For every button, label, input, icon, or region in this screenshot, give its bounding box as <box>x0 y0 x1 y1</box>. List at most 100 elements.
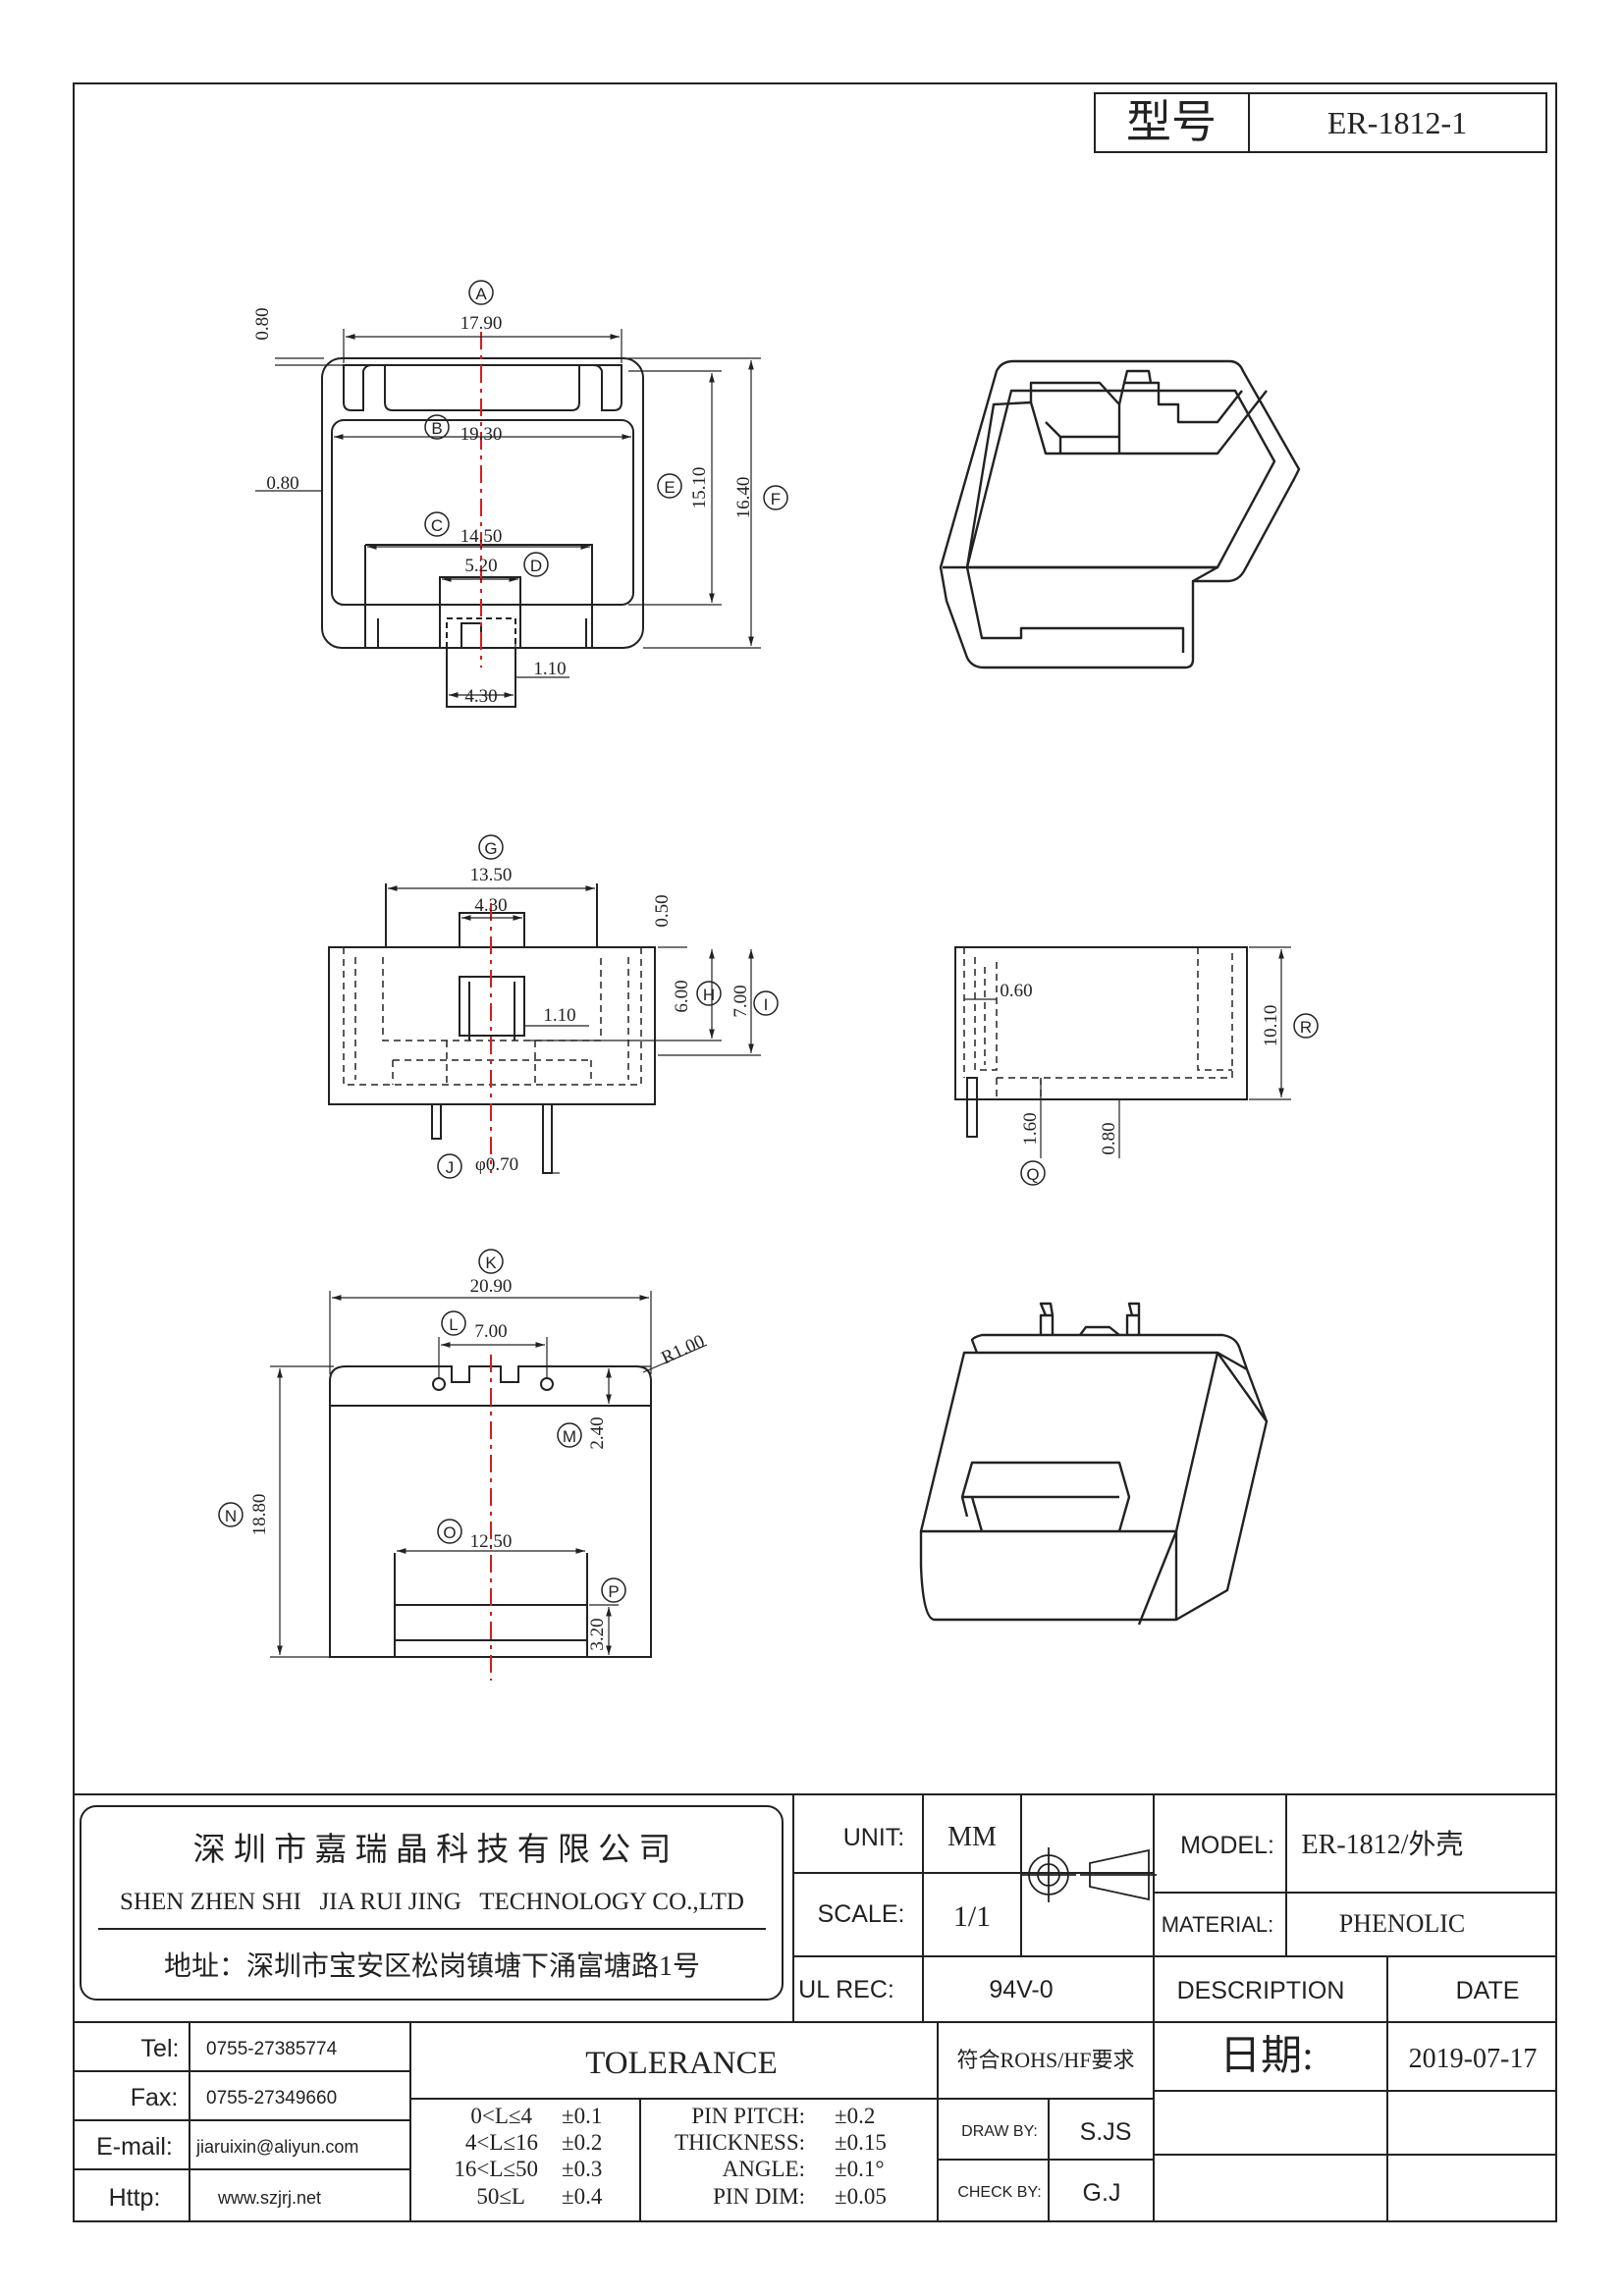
drawn-label: DRAW BY: <box>961 2123 1038 2140</box>
tolerance-special-2: THICKNESS: <box>675 2130 805 2155</box>
front-view-dims <box>388 885 761 1174</box>
dim-o: 12.50 <box>470 1531 513 1552</box>
svg-text:O: O <box>443 1523 456 1542</box>
svg-text:C: C <box>431 516 443 535</box>
svg-text:R: R <box>1300 1018 1312 1037</box>
unit-label: UNIT: <box>843 1824 905 1851</box>
callout-r <box>1293 1013 1319 1039</box>
callout-b <box>424 414 450 440</box>
svg-text:L: L <box>449 1315 458 1334</box>
side-view-labels: 0.60 10.10 R 1.60 Q 0.80 <box>1000 981 1319 1186</box>
check-label: CHECK BY: <box>957 2184 1041 2201</box>
front-view-labels: G 13.50 4.30 0.50 6.00 H 7.00 I 1.10 J φ… <box>437 834 779 1179</box>
rohs-note: 符合ROHS/HF要求 <box>957 2048 1135 2072</box>
dim-k: 20.90 <box>470 1276 513 1297</box>
callout-l <box>441 1310 466 1336</box>
svg-text:Q: Q <box>1026 1165 1039 1184</box>
callout-q <box>1020 1160 1046 1186</box>
email-label: E-mail: <box>96 2133 173 2161</box>
tolerance-title: TOLERANCE <box>585 2046 778 2081</box>
model-label: 型号 <box>1126 97 1217 147</box>
svg-text:F: F <box>771 490 781 508</box>
fax-label: Fax: <box>131 2084 179 2111</box>
tolerance-special-4: PIN DIM: <box>713 2184 805 2209</box>
title-block <box>74 1793 1556 2221</box>
ul-value: 94V-0 <box>989 1976 1053 2003</box>
sheet-border <box>73 82 1557 2222</box>
drawn-value: S.JS <box>1080 2118 1132 2146</box>
description-label: DESCRIPTION <box>1177 1977 1345 2004</box>
model-value: ER-1812-1 <box>1327 105 1467 140</box>
svg-text:B: B <box>431 419 442 438</box>
top-view-labels: A 17.90 B 19.30 C 14.50 5.20 D 0.80 0.80… <box>252 280 788 707</box>
model-spec-label: MODEL: <box>1180 1832 1274 1859</box>
tolerance-value-2: ±0.2 <box>562 2130 602 2155</box>
date-label: DATE <box>1456 1977 1520 2004</box>
dim-q: 1.60 <box>1020 1112 1041 1145</box>
callout-k <box>478 1249 504 1274</box>
side-view-dims <box>964 946 1291 1158</box>
dim-step: 0.50 <box>652 894 673 927</box>
svg-text:H: H <box>703 986 715 1004</box>
callout-f <box>763 485 788 510</box>
dim-n: 18.80 <box>249 1494 270 1536</box>
scale-value: 1/1 <box>953 1900 991 1933</box>
callout-n <box>218 1502 243 1527</box>
svg-text:A: A <box>475 285 487 303</box>
svg-text:N: N <box>225 1507 237 1525</box>
svg-text:K: K <box>485 1254 497 1272</box>
dim-wall-top: 0.80 <box>252 307 273 340</box>
svg-text:G: G <box>484 839 497 858</box>
callout-j <box>437 1153 462 1179</box>
callout-p <box>601 1577 626 1603</box>
model-spec-value: ER-1812/外壳 <box>1302 1829 1464 1860</box>
tel-label: Tel: <box>141 2035 180 2062</box>
callout-d <box>523 552 549 577</box>
company-name-cn: 深 圳 市 嘉 瑞 晶 科 技 有 限 公 司 <box>193 1832 672 1868</box>
tel-value: 0755-27385774 <box>206 2039 338 2059</box>
tolerance-special-value-1: ±0.2 <box>835 2104 875 2128</box>
company-address: 地址：深圳市宝安区松岗镇塘下涌富塘路1号 <box>164 1950 700 1982</box>
email-value: jiaruixin@aliyun.com <box>195 2137 358 2157</box>
tolerance-range-3: 16<L≤50 <box>454 2157 538 2181</box>
dim-a: 17.90 <box>460 313 503 334</box>
date-value: 2019-07-17 <box>1409 2044 1538 2074</box>
company-info: 深 圳 市 嘉 瑞 晶 科 技 有 限 公 司 SHEN ZHEN SHI JI… <box>120 1832 744 1982</box>
tolerance-table: TOLERANCE 0<L≤4 ±0.1 4<L≤16 ±0.2 16<L≤50… <box>454 2046 887 2209</box>
material-label: MATERIAL: <box>1162 1912 1274 1937</box>
company-name-en: SHEN ZHEN SHI JIA RUI JING TECHNOLOGY CO… <box>120 1889 744 1915</box>
iso-view-bottom <box>919 1302 1269 1626</box>
callout-c <box>424 511 450 537</box>
tolerance-range-2: 4<L≤16 <box>465 2130 538 2155</box>
callout-h <box>696 981 722 1006</box>
dim-b: 19.30 <box>460 424 503 445</box>
svg-text:J: J <box>446 1158 455 1177</box>
tolerance-value-1: ±0.1 <box>562 2104 602 2128</box>
bottom-view-dims <box>270 1291 708 1681</box>
tolerance-special-3: ANGLE: <box>723 2157 805 2181</box>
dim-side-wall: 0.60 <box>1000 981 1032 1001</box>
scale-label: SCALE: <box>818 1900 905 1928</box>
dim-m: 2.40 <box>587 1416 608 1449</box>
dim-j: φ0.70 <box>475 1154 518 1175</box>
material-value: PHENOLIC <box>1339 1909 1466 1938</box>
check-value: G.J <box>1083 2179 1121 2207</box>
tolerance-range-1: 0<L≤4 <box>470 2104 532 2128</box>
callout-a <box>468 280 494 305</box>
unit-value: MM <box>947 1822 997 1852</box>
dim-r: 10.10 <box>1261 1005 1281 1047</box>
http-label: Http: <box>109 2184 161 2212</box>
svg-text:P: P <box>608 1582 619 1601</box>
top-view-dims <box>255 329 761 707</box>
tolerance-special-value-3: ±0.1° <box>835 2157 885 2181</box>
dim-slot: 4.30 <box>474 895 507 916</box>
svg-text:M: M <box>563 1427 576 1446</box>
dim-p: 3.20 <box>587 1618 608 1650</box>
callout-e <box>657 473 682 499</box>
callout-o <box>437 1519 462 1544</box>
svg-text:I: I <box>764 995 769 1014</box>
dim-g: 13.50 <box>470 865 513 885</box>
dim-inner: 1.10 <box>543 1005 575 1026</box>
bottom-view-labels: K 20.90 L 7.00 R1.00 M 2.40 N 18.80 O 12… <box>218 1249 708 1651</box>
tolerance-value-3: ±0.3 <box>562 2157 602 2181</box>
